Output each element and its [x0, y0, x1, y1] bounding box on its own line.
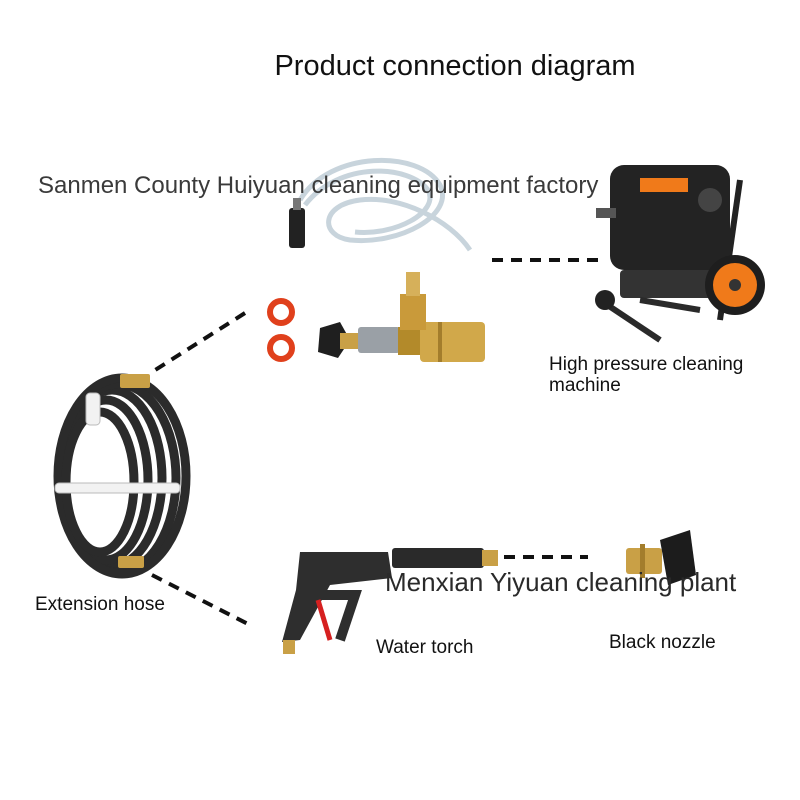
- extension-hose-icon: [53, 373, 191, 579]
- black-nozzle-icon: [626, 530, 696, 585]
- o-ring-icon: [267, 298, 295, 326]
- machine-label: High pressure cleaning machine: [549, 354, 743, 396]
- suction-filter-icon: [289, 208, 305, 248]
- dashed-connectors: [150, 258, 602, 627]
- watermark-bottom: Menxian Yiyuan cleaning plant: [385, 567, 737, 597]
- machine-label-line1: High pressure cleaning: [549, 354, 744, 375]
- o-ring-icon: [267, 334, 295, 362]
- diagram-title: Product connection diagram: [274, 50, 636, 82]
- watermark-top: Sanmen County Huiyuan cleaning equipment…: [38, 172, 599, 199]
- black-nozzle-label: Black nozzle: [609, 632, 716, 653]
- extension-hose-label: Extension hose: [35, 594, 165, 615]
- connector-hose-adapter: [150, 311, 247, 374]
- hose-strap-icon: [54, 392, 181, 494]
- machine-label-line2: machine: [549, 375, 621, 396]
- hose-fitting-icon: [118, 374, 150, 568]
- pressure-washer-machine-icon: [595, 165, 765, 343]
- injector-adapter-icon: [318, 272, 485, 362]
- suction-tube-icon: [297, 157, 473, 252]
- connector-hose-torch: [151, 573, 251, 627]
- water-torch-label: Water torch: [376, 637, 474, 658]
- water-torch-icon: [282, 548, 498, 654]
